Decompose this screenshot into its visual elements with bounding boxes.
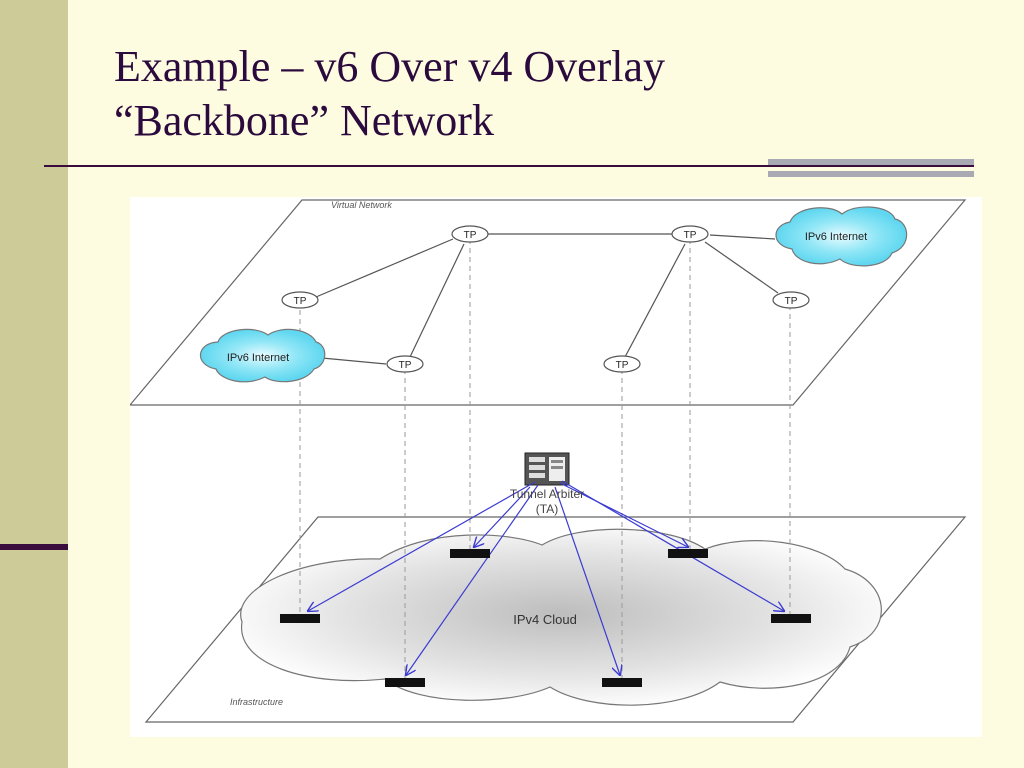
network-diagram: Virtual Network Infrastructure IPv4 Clou… bbox=[128, 197, 982, 737]
tunnel-point-top-left: TP bbox=[451, 225, 489, 243]
infrastructure-routers bbox=[280, 549, 811, 687]
ipv6-cloud-right: IPv6 Internet bbox=[775, 206, 908, 267]
title-underline bbox=[44, 165, 974, 167]
left-sidebar-bar bbox=[0, 0, 68, 768]
tunnel-arbiter-server-icon bbox=[524, 452, 570, 486]
ipv6-cloud-left-label: IPv6 Internet bbox=[227, 352, 289, 364]
slide-title-line-1: Example – v6 Over v4 Overlay bbox=[114, 42, 666, 91]
tunnel-arbiter-label-line2: (TA) bbox=[536, 502, 558, 516]
tp-label: TP bbox=[785, 296, 798, 307]
ipv4-cloud: IPv4 Cloud bbox=[240, 528, 882, 706]
ipv6-cloud-left: IPv6 Internet bbox=[199, 328, 326, 383]
tunnel-arbiter-label-line1: Tunnel Arbiter bbox=[510, 487, 584, 501]
title-underline-accent-bottom bbox=[768, 171, 974, 177]
infrastructure-label: Infrastructure bbox=[230, 697, 283, 707]
tunnel-point-bottom-left: TP bbox=[386, 355, 424, 373]
slide-title: Example – v6 Over v4 Overlay “Backbone” … bbox=[114, 40, 665, 148]
tp-label: TP bbox=[294, 296, 307, 307]
virtual-links bbox=[315, 233, 779, 365]
tp-label: TP bbox=[684, 230, 697, 241]
ipv6-cloud-right-label: IPv6 Internet bbox=[805, 231, 867, 243]
title-underline-accent-top bbox=[768, 159, 974, 165]
tunnel-point-right: TP bbox=[772, 291, 810, 309]
tunnel-point-bottom-right: TP bbox=[603, 355, 641, 373]
tp-label: TP bbox=[616, 360, 629, 371]
projection-lines bbox=[299, 239, 791, 684]
tunnel-point-left: TP bbox=[281, 291, 319, 309]
tp-label: TP bbox=[399, 360, 412, 371]
slide-title-line-2: “Backbone” Network bbox=[114, 96, 494, 145]
tunnel-point-top-right: TP bbox=[671, 225, 709, 243]
virtual-network-plane bbox=[128, 199, 967, 406]
left-accent-bar bbox=[0, 544, 68, 550]
tp-label: TP bbox=[464, 230, 477, 241]
ipv4-cloud-label: IPv4 Cloud bbox=[513, 612, 577, 627]
virtual-network-label: Virtual Network bbox=[331, 200, 392, 210]
arbiter-connections bbox=[308, 480, 784, 675]
